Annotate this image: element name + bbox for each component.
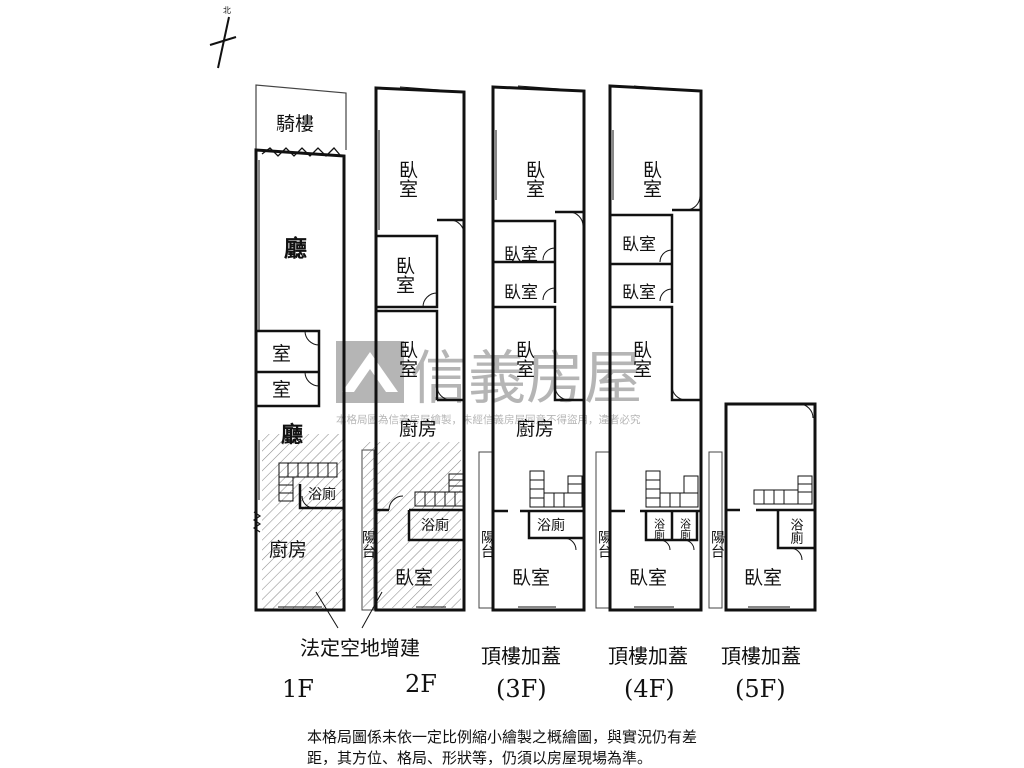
room-label: 臥室 — [504, 245, 538, 265]
room-label: 臥室 — [393, 256, 415, 294]
room-label: 浴廁 — [308, 486, 336, 503]
annex-leader-1f — [315, 591, 339, 629]
svg-text:臥室: 臥室 — [513, 340, 535, 378]
svg-text:臥室: 臥室 — [396, 160, 418, 198]
room-label: 臥室 — [630, 340, 652, 378]
svg-text:陽台: 陽台 — [360, 530, 376, 558]
svg-text:陽台: 陽台 — [596, 530, 612, 558]
house-logo-icon — [336, 341, 404, 403]
floor-2f-plan — [361, 86, 466, 612]
floor-5f-caption: (5F) — [735, 675, 786, 703]
north-arrow-icon: 北 — [209, 6, 237, 69]
room-label: 陽台 — [709, 530, 725, 558]
floor-3f-plan — [478, 85, 586, 612]
floor-3f-header: 頂樓加蓋 — [481, 644, 561, 668]
floor-1f-caption: 1F — [282, 675, 314, 703]
svg-text:臥室: 臥室 — [393, 256, 415, 294]
room-label: 浴廁 — [788, 518, 804, 545]
room-label: 臥室 — [744, 567, 782, 589]
floor-4f-caption: (4F) — [624, 675, 675, 703]
room-label: 臥室 — [523, 160, 545, 198]
svg-text:陽台: 陽台 — [479, 530, 495, 558]
room-label: 浴廁 — [679, 518, 692, 541]
watermark: 信義房屋 本格局圖為信義房屋繪製，未經信義房屋同意不得盜用，違者必究 — [336, 341, 642, 426]
room-label: 臥室 — [622, 283, 656, 303]
annex-leader-2f — [361, 591, 383, 629]
svg-text:臥室: 臥室 — [640, 160, 662, 198]
room-label: 臥室 — [512, 567, 550, 589]
svg-text:陽台: 陽台 — [709, 530, 725, 558]
room-label: 臥室 — [396, 160, 418, 198]
floor-4f-plan — [595, 84, 703, 612]
room-labels: 騎樓 廳 室 室 廳 浴廁 廚房 臥室 臥室 臥室 廚房 陽台 浴廁 臥室 臥室… — [269, 113, 803, 589]
room-label: 室 — [272, 343, 291, 365]
disclaimer-line-1: 本格局圖係未依一定比例縮小繪製之概繪圖，與實況仍有差 — [307, 728, 697, 746]
room-label: 廚房 — [399, 417, 437, 440]
room-label: 臥室 — [396, 340, 418, 378]
watermark-notice: 本格局圖為信義房屋繪製，未經信義房屋同意不得盜用，違者必究 — [336, 413, 641, 426]
north-label: 北 — [223, 6, 231, 15]
room-label: 臥室 — [395, 567, 433, 589]
room-label: 室 — [272, 379, 291, 401]
room-label: 廳 — [281, 422, 303, 448]
floor-5f-plan — [708, 402, 817, 612]
room-label: 陽台 — [479, 530, 495, 558]
room-label: 浴廁 — [653, 518, 666, 541]
room-label: 騎樓 — [276, 113, 314, 135]
floor-2f-caption: 2F — [405, 670, 437, 698]
annex-label: 法定空地增建 — [300, 636, 420, 660]
room-label: 廚房 — [269, 538, 307, 561]
room-label: 浴廁 — [537, 517, 565, 534]
room-label: 臥室 — [513, 340, 535, 378]
room-label: 臥室 — [504, 283, 538, 303]
floor-1f-plan — [252, 84, 347, 612]
svg-text:臥室: 臥室 — [396, 340, 418, 378]
floor-5f-header: 頂樓加蓋 — [721, 644, 801, 668]
room-label: 臥室 — [622, 235, 656, 255]
room-label: 廚房 — [516, 417, 554, 440]
room-label: 廳 — [284, 235, 307, 262]
room-label: 浴廁 — [421, 517, 449, 534]
disclaimer-line-2: 距，其方位、格局、形狀等，仍須以房屋現場為準。 — [307, 749, 652, 767]
room-label: 臥室 — [629, 567, 667, 589]
floor-3f-caption: (3F) — [496, 675, 547, 703]
room-label: 臥室 — [640, 160, 662, 198]
room-label: 陽台 — [360, 530, 376, 558]
svg-text:臥室: 臥室 — [630, 340, 652, 378]
floor-4f-header: 頂樓加蓋 — [608, 644, 688, 668]
svg-text:浴廁: 浴廁 — [679, 518, 692, 541]
svg-text:浴廁: 浴廁 — [788, 518, 804, 545]
room-label: 陽台 — [596, 530, 612, 558]
svg-text:浴廁: 浴廁 — [653, 518, 666, 541]
svg-text:臥室: 臥室 — [523, 160, 545, 198]
